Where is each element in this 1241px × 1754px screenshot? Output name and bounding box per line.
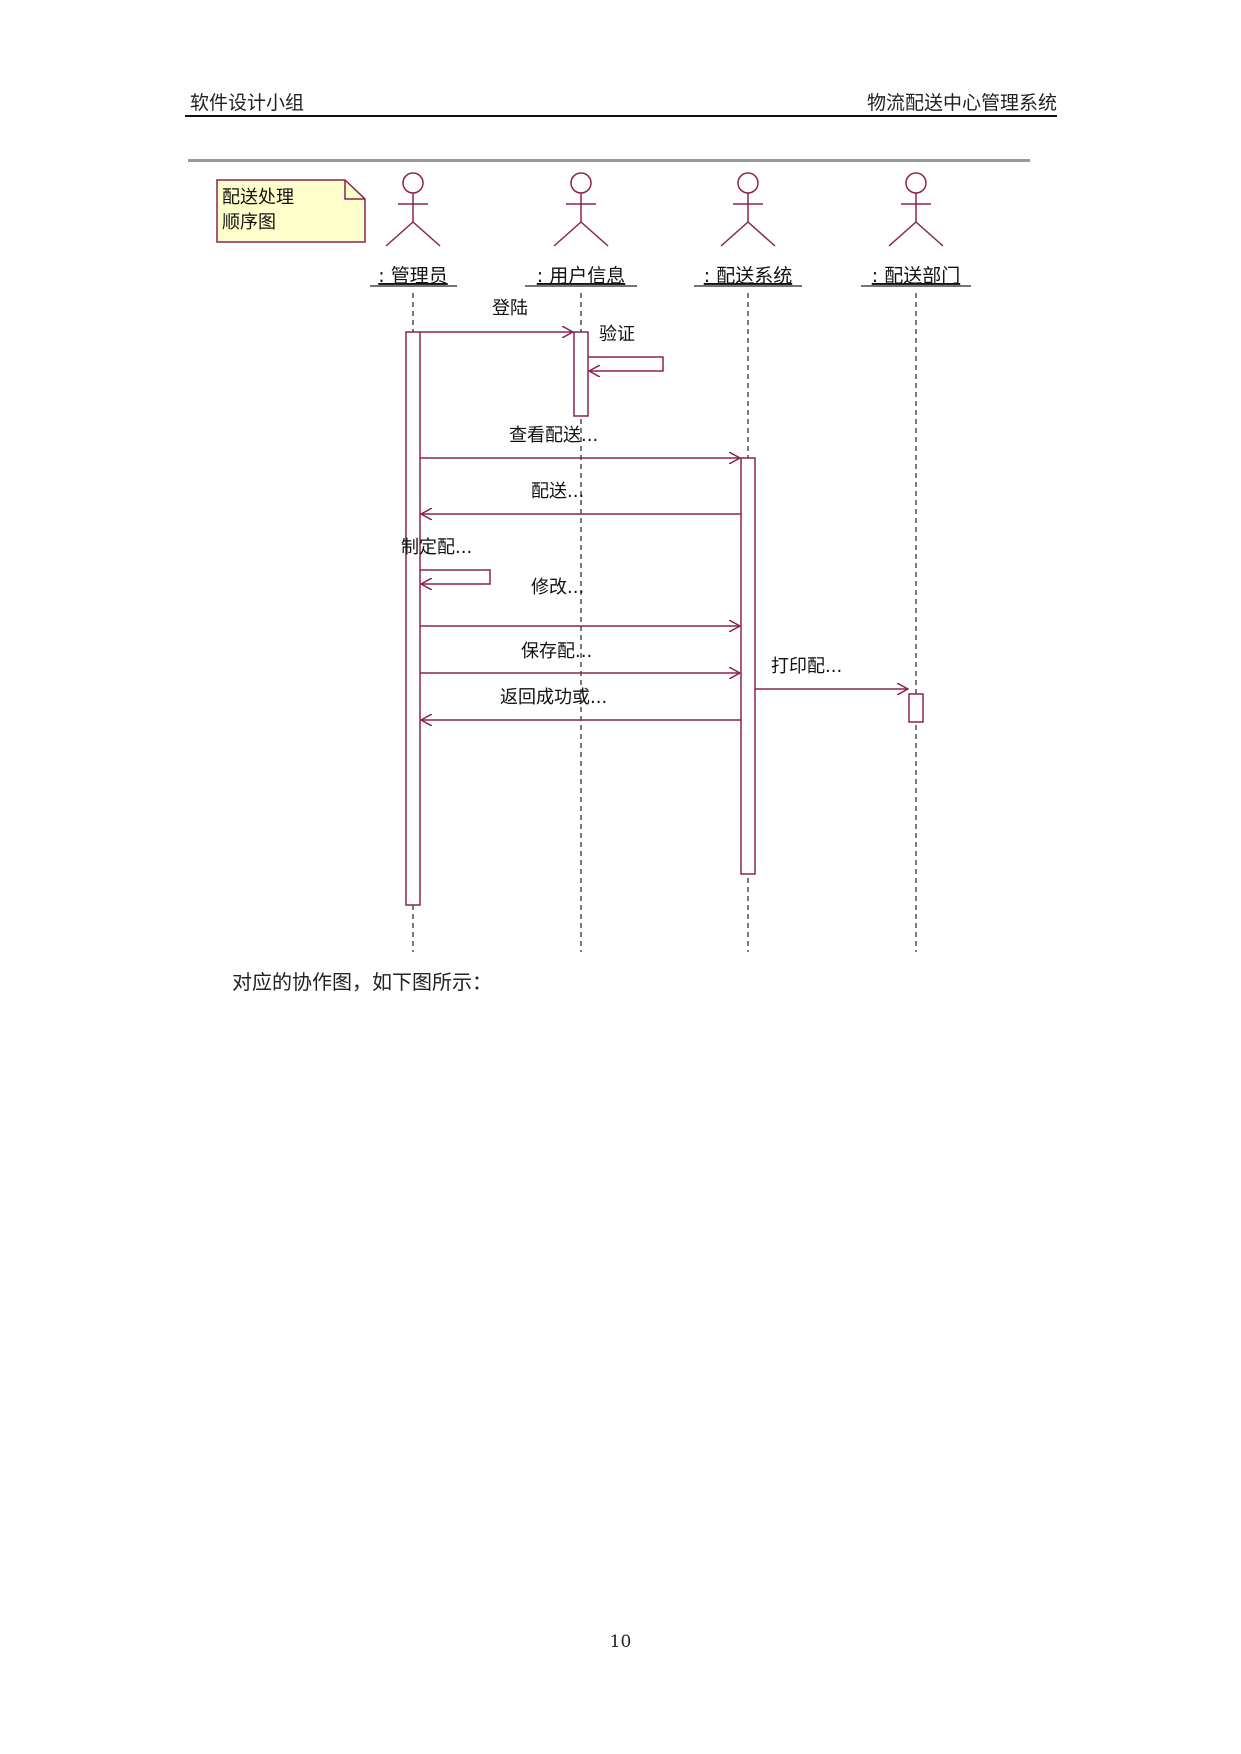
actor-user-icon (553, 172, 609, 247)
message-print-label: 打印配... (771, 656, 842, 677)
sequence-diagram: 配送处理 顺序图 (185, 155, 1035, 965)
message-save-label: 保存配... (521, 641, 592, 662)
message-result-label: 返回成功或... (500, 687, 607, 708)
actor-admin-icon (385, 172, 441, 247)
message-make-plan-arrow (420, 569, 491, 584)
activation-system (740, 457, 756, 875)
lifeline-label-admin: : 管理员 (378, 265, 447, 287)
message-return-delivery-label: 配送... (531, 481, 584, 502)
message-make-plan-label: 制定配... (401, 537, 472, 558)
lifeline-label-user: : 用户信息 (537, 265, 625, 287)
lifeline-label-dept: : 配送部门 (872, 265, 960, 287)
activation-user (573, 331, 589, 417)
note-line-2: 顺序图 (222, 212, 276, 233)
activation-admin (405, 331, 421, 906)
note: 配送处理 顺序图 (216, 179, 366, 243)
activation-dept (908, 693, 924, 723)
actor-system-icon (720, 172, 776, 247)
message-login-label: 登陆 (492, 298, 528, 319)
message-verify-arrow (588, 356, 664, 371)
actor-dept-icon (888, 172, 944, 247)
message-query-label: 查看配送... (509, 425, 598, 446)
lifeline-label-system: : 配送系统 (704, 265, 792, 287)
page-number: 10 (609, 1632, 632, 1652)
caption: 对应的协作图，如下图所示： (232, 970, 492, 994)
note-line-1: 配送处理 (222, 187, 294, 208)
message-modify-label: 修改... (531, 577, 584, 598)
header-right: 物流配送中心管理系统 (866, 92, 1057, 114)
sequence-diagram-svg: 配送处理 顺序图 (188, 159, 1030, 952)
diagram-top-bar (188, 159, 1030, 162)
header-left: 软件设计小组 (190, 92, 305, 114)
header-rule (185, 115, 1057, 117)
message-verify-label: 验证 (599, 324, 635, 345)
